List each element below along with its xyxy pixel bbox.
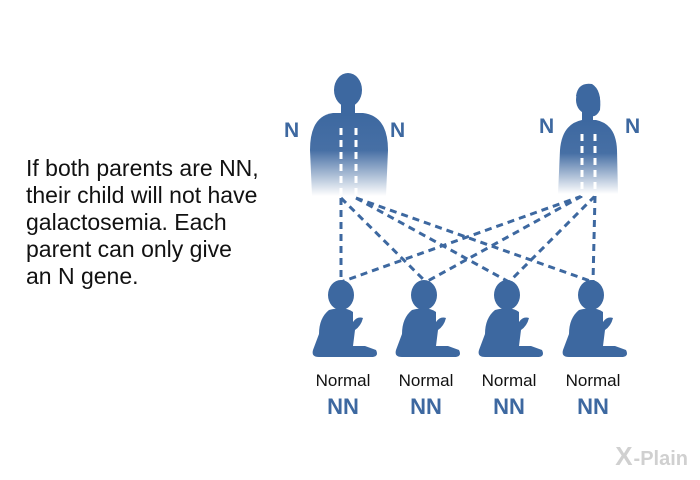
baby-figure [562,280,627,357]
baby-head [411,280,437,310]
explanation-line: their child will not have [26,182,258,208]
explanation-line: an N gene. [26,263,139,289]
baby-body [395,308,460,357]
child-label: Normal [399,371,454,390]
child-genotype: NN [493,394,525,419]
father-figure [310,73,388,198]
father-allele-right: N [390,119,405,142]
explanation-text: If both parents are NN, their child will… [26,155,316,290]
mother-figure [558,83,618,196]
xplain-logo: X-Plain [615,441,688,472]
inheritance-line [339,196,428,284]
inheritance-lines [339,194,597,284]
inheritance-line [507,194,597,284]
baby-body [562,308,627,357]
explanation-line: If both parents are NN, [26,155,259,181]
baby-figure [312,280,377,357]
child-label: Normal [566,371,621,390]
baby-figure [478,280,543,357]
child-label: Normal [482,371,537,390]
baby-figure [395,280,460,357]
father-body [310,113,388,196]
children-row [312,280,627,357]
child-genotype: NN [410,394,442,419]
inheritance-line [355,196,510,284]
mother-allele-right: N [625,115,640,138]
inheritance-line [340,194,583,284]
child-genotype: NN [327,394,359,419]
explanation-line: parent can only give [26,236,232,262]
xplain-logo-text: -Plain [633,448,688,470]
mother-allele-left: N [539,115,554,138]
father-head [334,73,362,107]
baby-head [494,280,520,310]
inheritance-line [425,194,583,284]
baby-head [328,280,354,310]
inheritance-line [355,196,594,284]
mother-body [558,120,618,194]
explanation-line: galactosemia. Each [26,209,227,235]
baby-body [478,308,543,357]
baby-head [578,280,604,310]
father-allele-left: N [284,119,299,142]
child-genotype: NN [577,394,609,419]
child-label: Normal [316,371,371,390]
xplain-logo-mark: X [615,441,633,471]
inheritance-line [591,195,597,283]
baby-body [312,308,377,357]
